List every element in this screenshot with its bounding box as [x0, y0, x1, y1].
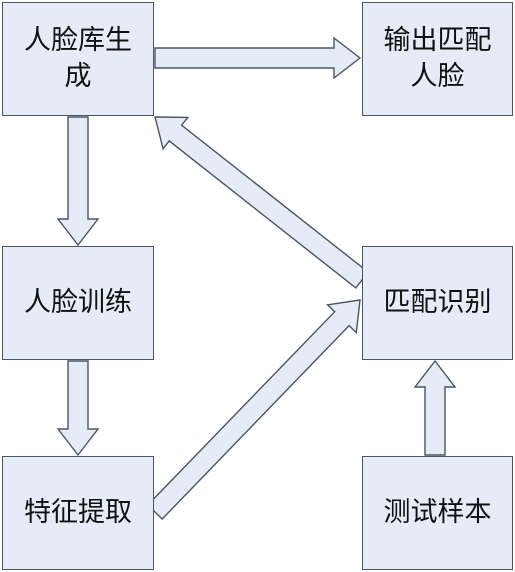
arrow-feature-to-match [146, 299, 361, 520]
arrow-match-to-facedb [154, 116, 370, 289]
node-output-label: 输出匹配人脸 [383, 25, 492, 92]
node-match-label: 匹配识别 [383, 287, 492, 318]
node-face-training: 人脸训练 [2, 246, 154, 360]
node-output-matched-face: 输出匹配人脸 [362, 2, 513, 116]
node-test-sample: 测试样本 [362, 456, 513, 570]
node-face-db: 人脸库生成 [2, 2, 154, 116]
node-train-label: 人脸训练 [24, 287, 132, 318]
node-feature-label: 特征提取 [24, 497, 132, 528]
arrow-test-to-match [413, 359, 457, 456]
arrow-facedb-to-output [154, 36, 362, 80]
node-feature-extraction: 特征提取 [2, 456, 154, 570]
node-test-label: 测试样本 [383, 497, 492, 528]
arrow-facedb-to-train [56, 116, 100, 247]
node-face-db-label: 人脸库生成 [24, 25, 132, 92]
arrow-train-to-feature [56, 360, 100, 457]
node-match-recognition: 匹配识别 [362, 246, 513, 360]
